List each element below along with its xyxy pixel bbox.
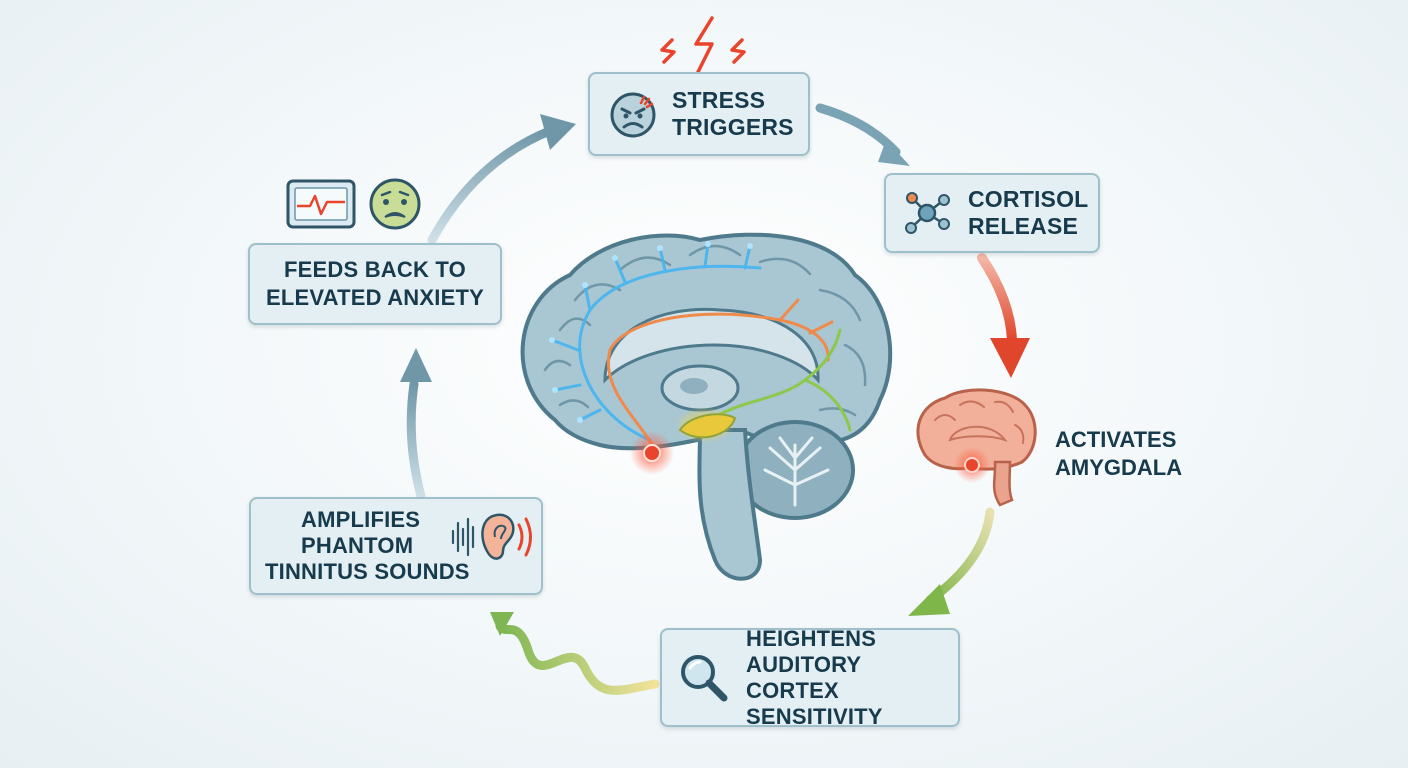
node-cortisol-release: CORTISOL RELEASE <box>884 173 1100 253</box>
anxious-face-icon <box>369 178 421 230</box>
feeds-line-1: FEEDS BACK TO <box>284 257 466 282</box>
angry-face-icon <box>610 92 656 138</box>
node-activates-amygdala: ACTIVATES AMYGDALA <box>1055 426 1182 482</box>
amygdala-line-1: ACTIVATES <box>1055 427 1177 452</box>
node-feeds-back: FEEDS BACK TO ELEVATED ANXIETY <box>248 243 502 325</box>
brain-cross-section-icon <box>520 232 893 581</box>
stress-line-1: STRESS <box>672 87 766 113</box>
amygdala-line-2: AMYGDALA <box>1055 455 1183 480</box>
arrow-amygdala-to-auditory <box>908 507 995 616</box>
auditory-line-1: HEIGHTENS <box>746 625 877 651</box>
auditory-line-2: AUDITORY CORTEX <box>746 651 861 703</box>
feeds-line-2: ELEVATED ANXIETY <box>266 285 484 310</box>
arrow-stress-to-cortisol <box>815 103 910 166</box>
auditory-line-3: SENSITIVITY <box>746 703 883 729</box>
tinnitus-line-1: AMPLIFIES <box>301 507 421 532</box>
tinnitus-line-2: PHANTOM <box>301 533 414 558</box>
heart-monitor-icon <box>286 179 356 229</box>
arrow-tinnitus-to-anxiety <box>400 348 432 501</box>
arrow-cortisol-to-amygdala <box>977 253 1030 378</box>
magnifying-glass-icon <box>681 654 728 701</box>
molecule-icon <box>905 192 950 234</box>
cortisol-line-2: RELEASE <box>968 213 1079 239</box>
lightning-bolt-icon <box>660 16 746 78</box>
tinnitus-line-3: TINNITUS SOUNDS <box>265 559 470 584</box>
node-amplifies-tinnitus: AMPLIFIES PHANTOM TINNITUS SOUNDS <box>249 497 543 595</box>
stress-line-2: TRIGGERS <box>672 114 794 140</box>
node-stress-triggers: STRESS TRIGGERS <box>588 72 810 156</box>
small-brain-amygdala-icon <box>916 388 1037 507</box>
arrow-anxiety-to-stress <box>427 114 576 245</box>
node-heightens-auditory: HEIGHTENS AUDITORY CORTEX SENSITIVITY <box>660 625 960 729</box>
arrow-auditory-to-tinnitus <box>490 612 660 695</box>
ear-soundwave-icon <box>451 513 532 560</box>
cortisol-line-1: CORTISOL <box>968 186 1089 212</box>
